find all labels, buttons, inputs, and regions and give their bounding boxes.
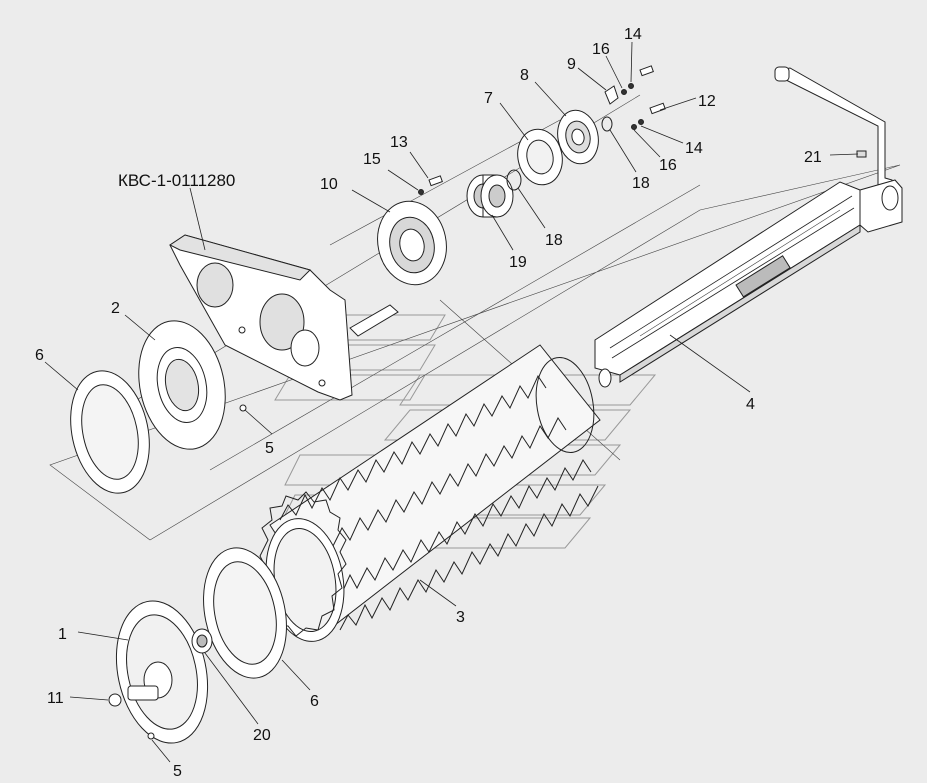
gasket-part-6-lower [203,547,287,679]
callout-7: 7 [484,90,493,107]
leader-lines [44,41,859,763]
callout-1: 1 [58,626,67,643]
callout-4: 4 [746,396,755,413]
callout-10: 10 [320,176,338,193]
callout-8: 8 [520,67,529,84]
callout-12: 12 [698,93,716,110]
callout-9: 9 [567,56,576,73]
callout-18-right: 18 [632,175,650,192]
callout-21: 21 [804,149,822,166]
callout-19: 19 [509,254,527,271]
callout-13: 13 [390,134,408,151]
gasket-part-6-upper [70,370,150,494]
snap-ring-part-18 [506,169,522,191]
small-ring-part-18 [601,116,613,132]
callout-5-upper: 5 [265,440,274,457]
hub-part-1 [108,600,209,744]
callout-2: 2 [111,300,120,317]
callout-15: 15 [363,151,381,168]
shaft-guide-part-4 [594,179,903,388]
seal-ring-part-20 [191,628,213,654]
callout-16-lower: 16 [659,157,677,174]
callout-16-upper: 16 [592,41,610,58]
bracket-part-9 [604,85,619,105]
washer-plate-part-7 [517,128,563,186]
flange-part-2 [138,320,247,450]
callout-11: 11 [47,690,64,707]
callout-6-lower: 6 [310,693,319,710]
callout-14-upper: 14 [624,26,642,43]
labels: КВС-1-0111280 1 2 3 4 5 5 6 6 7 8 9 10 1… [35,26,822,780]
callout-5-lower: 5 [173,763,182,780]
crank-handle-part-21 [774,66,893,187]
callout-20: 20 [253,727,271,744]
fasteners [418,65,666,195]
assembly-title-label: КВС-1-0111280 [118,171,235,190]
sawtooth-drum-part-3 [259,344,601,642]
callout-6-upper: 6 [35,347,44,364]
bearing-part-19 [466,174,514,218]
frame-plate-kbc [169,234,399,401]
cover-part-8 [557,109,599,165]
callout-14-lower: 14 [685,140,703,157]
callout-3: 3 [456,609,465,626]
callout-18-left: 18 [545,232,563,249]
bearing-housing-part-10 [377,200,447,286]
